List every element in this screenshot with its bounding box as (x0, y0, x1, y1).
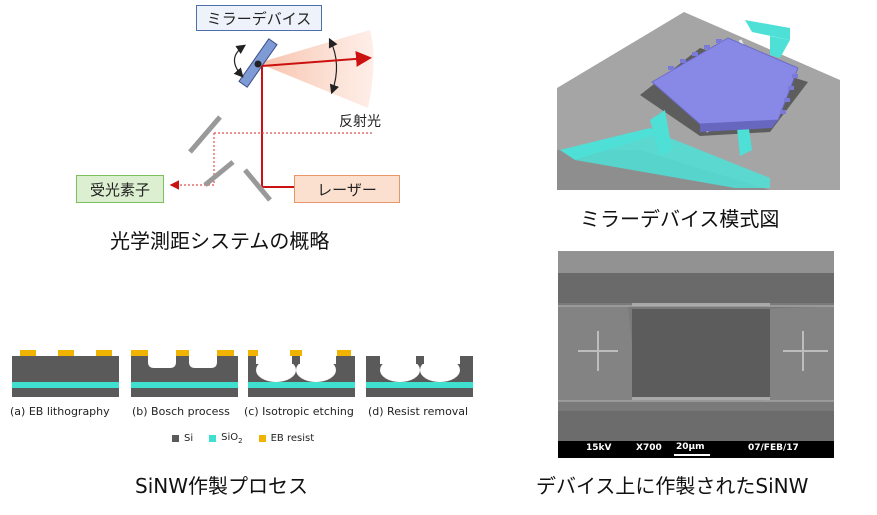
legend-sio2-sub: 2 (238, 437, 243, 445)
legend-sio2-swatch (209, 435, 217, 442)
sem-comb-bottom (632, 397, 770, 400)
sem-voltage: 15kV (586, 443, 612, 453)
sem-caption: デバイス上に作製されたSiNW (536, 474, 809, 498)
optical-system-caption: 光学測距システムの概略 (110, 229, 330, 253)
mirror-pivot-icon (254, 60, 262, 68)
process-step-a (12, 350, 119, 397)
rotation-arrow-icon (233, 44, 246, 78)
mirror-device-label: ミラーデバイス (206, 9, 312, 28)
fixed-mirror-lower (203, 160, 235, 187)
legend-si-swatch (172, 435, 179, 442)
mirror-device-label-box: ミラーデバイス (196, 5, 322, 31)
process-step-d (366, 356, 473, 397)
sem-image-svg (558, 251, 834, 441)
scan-fan (258, 30, 374, 108)
legend-si-label: Si (184, 433, 194, 444)
process-step-b (131, 350, 238, 397)
legend-si: Si (172, 433, 193, 444)
comb-teeth (668, 39, 798, 114)
reflected-light-label: 反射光 (339, 114, 381, 130)
receiver-label: 受光素子 (89, 180, 150, 199)
process-step-c (248, 350, 355, 397)
fixed-mirror-upper (188, 115, 222, 154)
mirror-model-caption: ミラーデバイス模式図 (580, 207, 780, 231)
sem-comb-top (632, 303, 770, 306)
legend-sio2: SiO2 (209, 432, 243, 445)
process-legend: Si SiO2 EB resist (172, 432, 314, 445)
process-caption: SiNW作製プロセス (135, 474, 308, 498)
sem-magnification: X700 (636, 443, 662, 453)
process-step-b-label: (b) Bosch process (132, 405, 230, 418)
laser-label: レーザー (317, 180, 377, 199)
laser-box: レーザー (294, 175, 400, 203)
sem-date: 07/FEB/17 (748, 443, 799, 453)
process-step-a-label: (a) EB lithography (10, 405, 110, 418)
sem-image: 15kV X700 20μm 07/FEB/17 (558, 251, 834, 458)
sem-scale-label: 20μm (676, 442, 705, 452)
legend-resist: EB resist (258, 433, 315, 444)
legend-resist-swatch (258, 435, 266, 442)
legend-sio2-label: SiO (221, 432, 239, 443)
sem-info-bar: 15kV X700 20μm 07/FEB/17 (558, 441, 834, 458)
fixed-mirror-laser (243, 168, 272, 202)
scan-arc-icon (328, 37, 339, 95)
sem-scale-bar (674, 454, 710, 456)
process-step-c-label: (c) Isotropic etching (244, 405, 354, 418)
receiver-box: 受光素子 (76, 175, 164, 203)
mirror-plate (651, 37, 799, 125)
sem-plate (632, 309, 770, 399)
legend-resist-label: EB resist (270, 433, 315, 444)
process-step-d-label: (d) Resist removal (368, 405, 469, 418)
